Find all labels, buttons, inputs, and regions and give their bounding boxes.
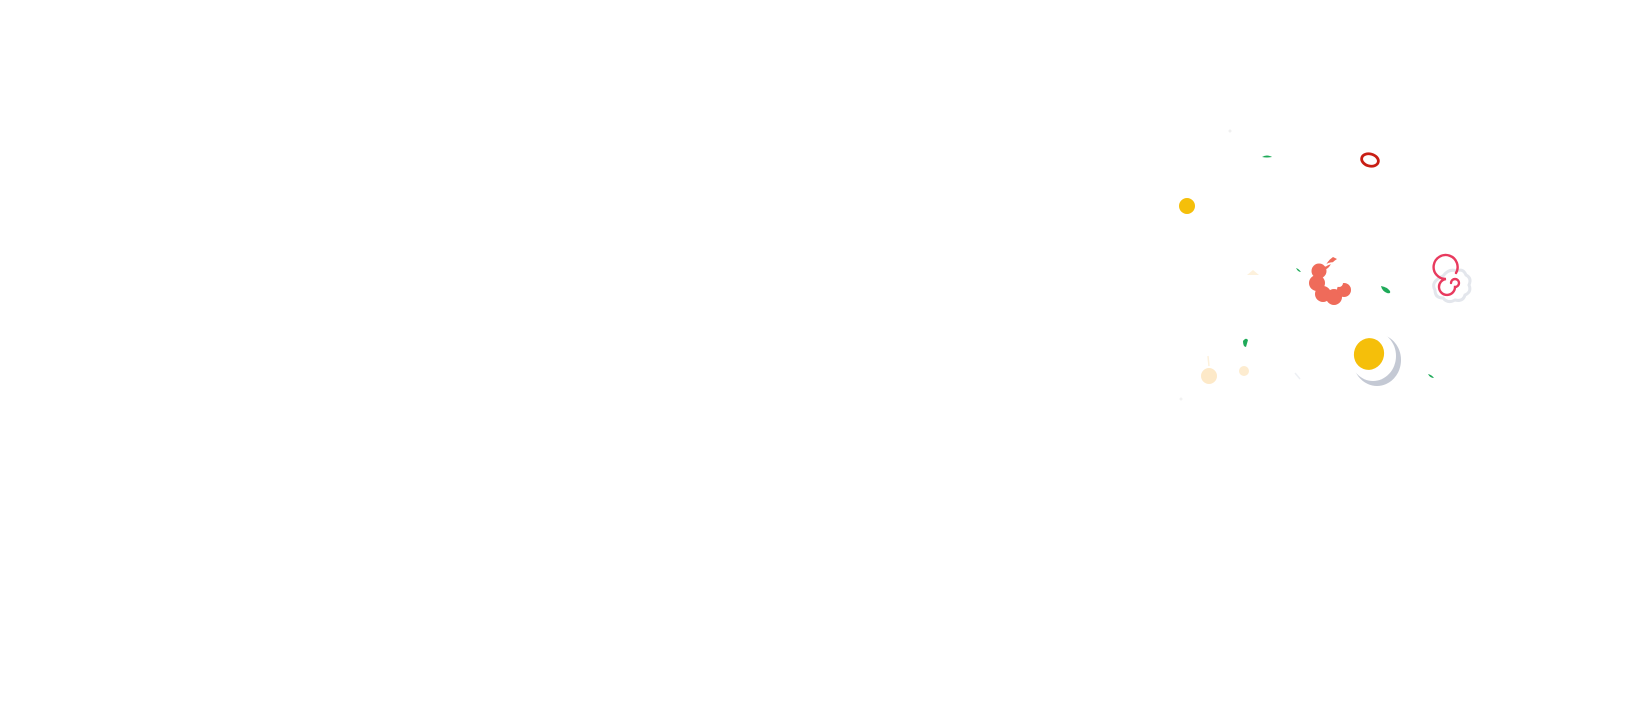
scallion-pieces [1243, 155, 1434, 378]
sesame-seed-icon [1207, 355, 1210, 367]
corn-kernel-icon [1179, 198, 1195, 214]
sesame-seed-icon [1239, 366, 1249, 376]
sesame-seed-icon [1179, 397, 1183, 401]
sesame-seed-icon [1201, 368, 1217, 384]
chili-ring-icon [1360, 152, 1380, 168]
sesame-seeds [1179, 129, 1301, 401]
scallion-icon [1243, 338, 1248, 347]
sesame-seed-icon [1228, 129, 1232, 133]
boiled-egg-icon [1350, 331, 1401, 386]
sesame-seed-icon [1247, 270, 1259, 275]
scallion-icon [1296, 268, 1301, 272]
shrimp-icon [1309, 257, 1351, 305]
scallion-icon [1428, 374, 1434, 378]
scallion-icon [1262, 155, 1272, 158]
sesame-seed-icon [1294, 372, 1301, 380]
scallion-icon [1381, 286, 1391, 294]
narutomaki-icon [1432, 253, 1472, 304]
